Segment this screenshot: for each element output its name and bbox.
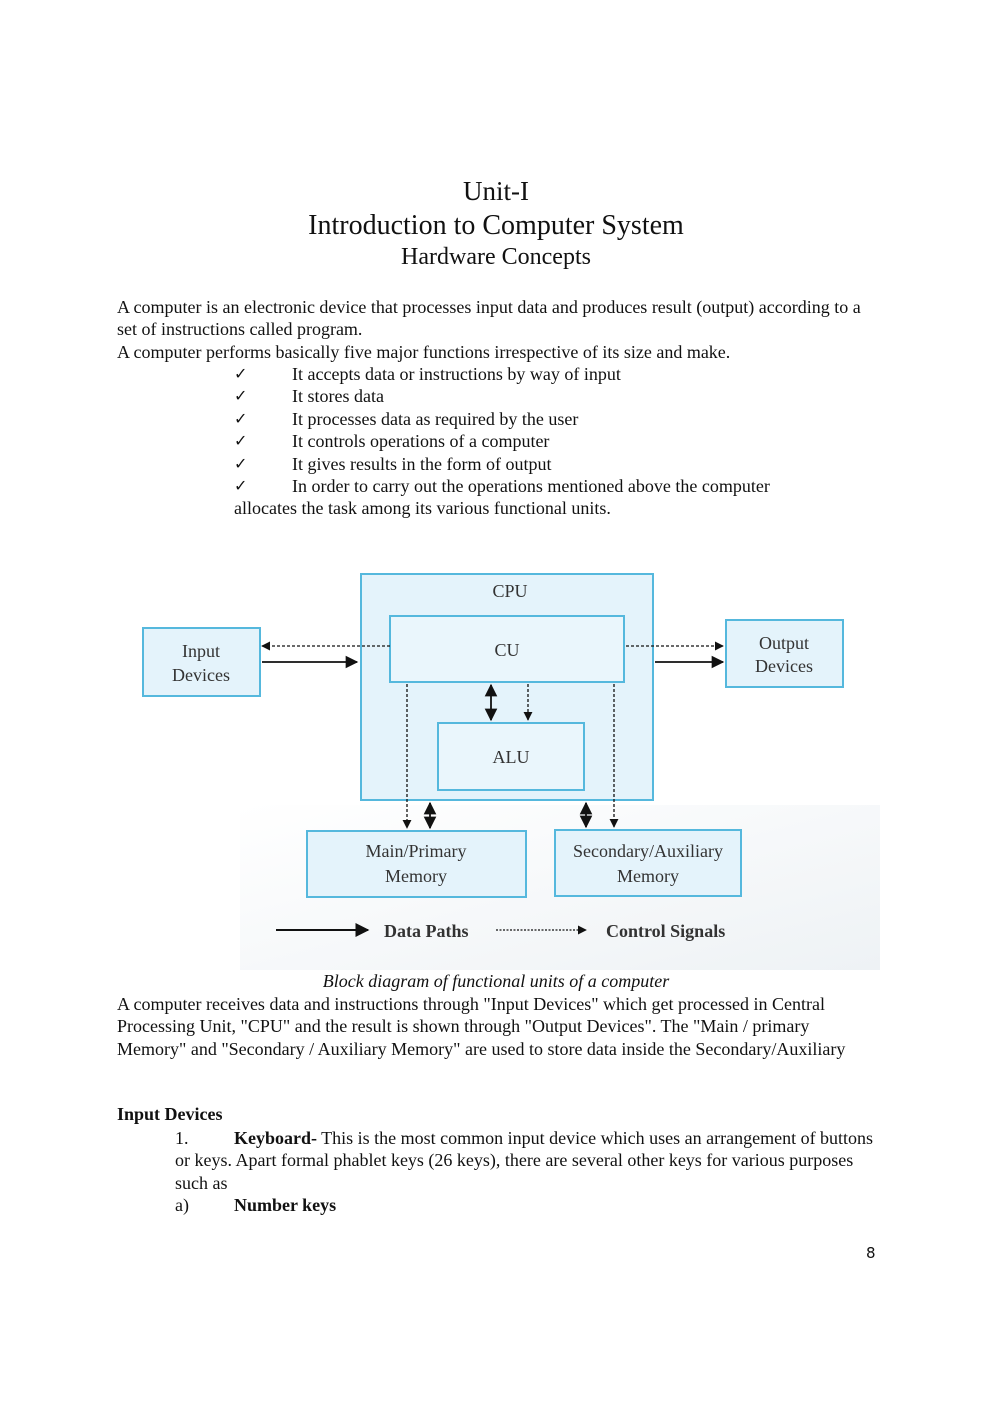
main-memory-label-1: Main/Primary [366,841,467,861]
output-devices-box [725,619,844,688]
cu-box [389,615,625,683]
list-item: ✓In order to carry out the operations me… [234,476,770,497]
output-devices-label-1: Output [759,633,809,653]
alu-label: ALU [493,747,530,767]
list-item: ✓It accepts data or instructions by way … [234,364,621,384]
list-item: ✓It gives results in the form of output [234,453,552,474]
list-item: ✓It stores data [234,386,384,407]
unit-heading: Unit-I [463,176,529,206]
legend-data-label: Data Paths [384,921,469,941]
cpu-label: CPU [492,581,527,601]
secondary-memory-label-1: Secondary/Auxiliary [573,841,723,861]
legend-control-label: Control Signals [606,921,725,941]
output-devices-label-2: Devices [755,656,813,676]
intro-line-1: A computer is an electronic device that … [117,297,861,340]
list-continuation: allocates the task among its various fun… [234,498,611,519]
input-devices-label-1: Input [182,641,220,661]
intro-paragraph: A computer is an electronic device that … [117,296,877,363]
secondary-memory-box [554,829,742,897]
page-subtitle: Hardware Concepts [401,244,591,270]
item-number: 1. [175,1128,189,1148]
explanation-paragraph: A computer receives data and instruction… [117,994,846,1059]
check-icon: ✓ [234,408,248,428]
diagram-caption: Block diagram of functional units of a c… [322,971,670,991]
check-icon: ✓ [234,364,248,383]
page-title: Introduction to Computer System [308,210,684,241]
item-title: Keyboard- [234,1128,317,1148]
check-icon: ✓ [234,431,248,451]
check-icon: ✓ [234,453,248,473]
sub-item-title: Number keys [234,1195,337,1216]
item-text: This is the most common input device whi… [175,1128,874,1193]
check-icon: ✓ [234,386,248,406]
alu-box [437,722,585,791]
list-item: 1. Keyboard- This is the most common inpu… [175,1127,875,1194]
page-number: 8 [866,1244,876,1262]
input-devices-box [142,627,261,697]
main-memory-box [306,830,527,898]
functions-list: ✓It accepts data or instructions by way … [234,363,874,520]
check-icon: ✓ [234,476,248,496]
main-memory-label-2: Memory [385,866,447,886]
input-devices-list: 1. Keyboard- This is the most common inpu… [175,1127,875,1217]
secondary-memory-label-2: Memory [617,866,679,886]
sub-item-label: a) [175,1195,189,1216]
sub-list-item: a) Number keys [175,1194,875,1216]
list-item: ✓It controls operations of a computer [234,431,550,452]
cu-label: CU [494,640,519,660]
list-item: ✓It processes data as required by the us… [234,408,579,429]
intro-line-2: A computer performs basically five major… [117,341,731,362]
block-diagram: CPU CU ALU Input Devices Output Devices … [142,573,880,970]
input-devices-label-2: Devices [172,665,230,685]
input-devices-heading: Input Devices [117,1104,223,1124]
